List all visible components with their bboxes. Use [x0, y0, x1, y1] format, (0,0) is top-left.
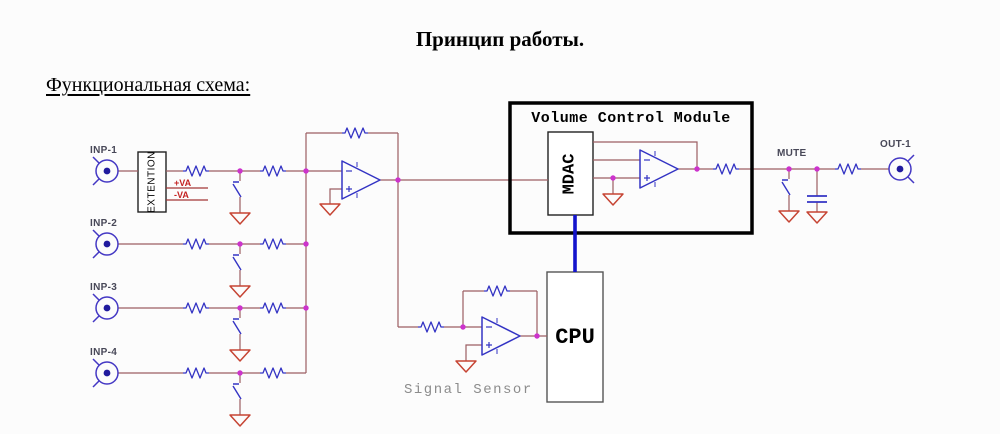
sensor-opamp-symbol [481, 316, 521, 356]
page-title: Принцип работы. [415, 27, 585, 51]
volume-control-module-box [508, 101, 754, 235]
rca-connector-icon [92, 229, 119, 259]
rca-connector-icon [888, 154, 915, 184]
output-label: OUT-1 [880, 139, 911, 150]
output-wires [678, 168, 889, 212]
resistors [182, 127, 862, 379]
cpu-label: CPU [555, 324, 595, 350]
feedback-resistor [341, 127, 369, 139]
resistor [182, 302, 210, 314]
ground-symbol [806, 211, 828, 224]
resistor [182, 165, 210, 177]
volume-control-module-title: Volume Control Module [531, 110, 731, 127]
input3-switch-to-ground [229, 307, 251, 362]
input4-label: INP-4 [90, 347, 118, 358]
sensor-wires [398, 290, 547, 361]
sensor-input-resistor [417, 321, 445, 333]
mdac-label: MDAC [560, 153, 580, 195]
input-row-wires [118, 170, 342, 374]
extension-label: EXTENTION [146, 151, 158, 213]
input3-label: INP-3 [90, 282, 118, 293]
module-opamp-symbol [639, 149, 679, 189]
resistor [259, 165, 287, 177]
power-negative-label: -VA [174, 190, 189, 200]
mdac-block [547, 131, 594, 216]
power-positive-label: +VA [174, 178, 192, 188]
output-resistor [834, 163, 862, 175]
resistor [182, 238, 210, 250]
resistor [259, 302, 287, 314]
output-capacitor [807, 195, 827, 203]
cpu-block [546, 271, 604, 403]
rca-connector-icon [92, 293, 119, 323]
extension-block [137, 151, 167, 213]
input1-switch-to-ground [229, 170, 251, 225]
signal-sensor-label: Signal Sensor [404, 382, 533, 398]
ground-symbol [319, 203, 341, 216]
module-internal-wires [593, 141, 698, 194]
resistor [182, 367, 210, 379]
resistor [259, 367, 287, 379]
summing-opamp-symbol [341, 160, 381, 200]
mute-label: MUTE [777, 148, 807, 159]
rca-connector-icon [92, 156, 119, 186]
mute-switch-to-ground [778, 168, 800, 223]
input4-switch-to-ground [229, 372, 251, 427]
power-stub-wires [166, 187, 208, 201]
module-output-resistor [712, 163, 740, 175]
junction-dots [237, 166, 820, 376]
ground-symbol [455, 360, 477, 373]
preamp-feedback-wire [306, 132, 399, 327]
section-heading: Функциональная схема: [46, 74, 251, 96]
input1-label: INP-1 [90, 145, 118, 156]
preamp-ground-wire [329, 188, 342, 204]
rca-connector-icon [92, 358, 119, 388]
ground-symbol [602, 193, 624, 206]
input2-switch-to-ground [229, 243, 251, 298]
wire-segments [118, 132, 889, 374]
resistor [259, 238, 287, 250]
input2-label: INP-2 [90, 218, 118, 229]
sensor-feedback-resistor [483, 285, 511, 297]
